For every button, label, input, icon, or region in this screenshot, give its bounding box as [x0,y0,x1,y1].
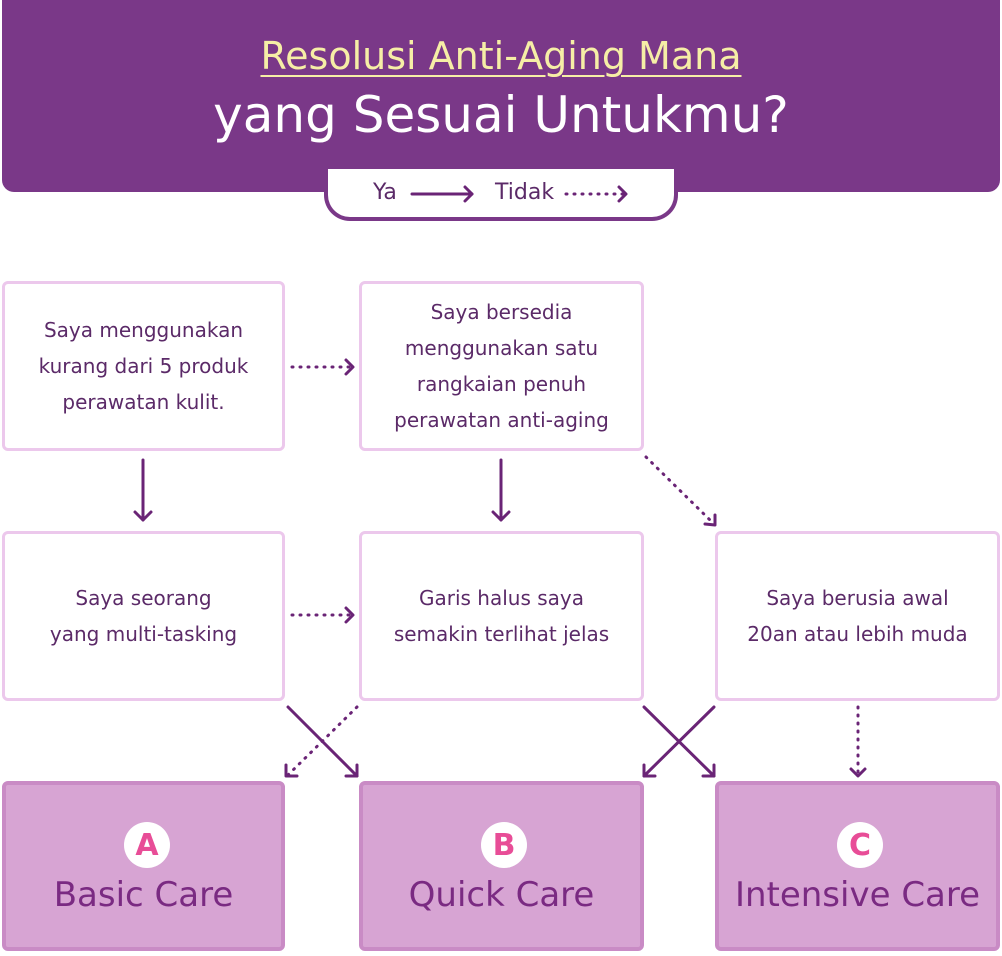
no-arrow-q1-to-q2 [290,358,355,376]
legend-yes-arrow [410,185,474,203]
result-label: Quick Care [408,875,595,915]
result-box-quick-care: B Quick Care [359,781,644,951]
header-banner: Resolusi Anti-Aging Mana yang Sesuai Unt… [2,0,1000,192]
question-text: Saya menggunakan kurang dari 5 produk pe… [38,318,249,414]
question-box-full-routine: Saya bersedia menggunakan satu rangkaian… [359,281,644,451]
question-box-fine-lines: Garis halus saya semakin terlihat jelas [359,531,644,701]
question-text: Saya seorang yang multi-tasking [49,586,238,646]
no-arrow-q4-to-basic-care [284,705,359,778]
question-text: Saya bersedia menggunakan satu rangkaian… [394,300,609,432]
question-text: Saya berusia awal 20an atau lebih muda [747,586,968,646]
yes-arrow-q5-to-quick-care [642,705,716,778]
legend-no-label: Tidak [495,180,555,205]
result-letter-badge: A [124,822,170,868]
result-label: Basic Care [53,875,234,915]
no-arrow-q5-to-intensive-care [849,705,867,778]
no-arrow-q2-to-q5 [644,455,717,527]
yes-arrow-q2-to-q4 [491,458,511,522]
title-line-2: yang Sesuai Untukmu? [213,86,789,144]
legend [324,169,678,221]
result-letter-badge: B [481,822,527,868]
legend-no-arrow [564,185,628,203]
question-box-age: Saya berusia awal 20an atau lebih muda [715,531,1000,701]
title-line-1: Resolusi Anti-Aging Mana [260,34,742,78]
yes-arrow-q1-to-q3 [133,458,153,522]
result-label: Intensive Care [734,875,981,915]
question-box-multitasking: Saya seorang yang multi-tasking [2,531,285,701]
result-box-basic-care: A Basic Care [2,781,285,951]
result-box-intensive-care: C Intensive Care [715,781,1000,951]
result-letter-badge: C [837,822,883,868]
question-text: Garis halus saya semakin terlihat jelas [393,586,610,646]
question-box-products: Saya menggunakan kurang dari 5 produk pe… [2,281,285,451]
legend-yes-label: Ya [373,180,397,205]
no-arrow-q3-to-q4 [290,606,355,624]
